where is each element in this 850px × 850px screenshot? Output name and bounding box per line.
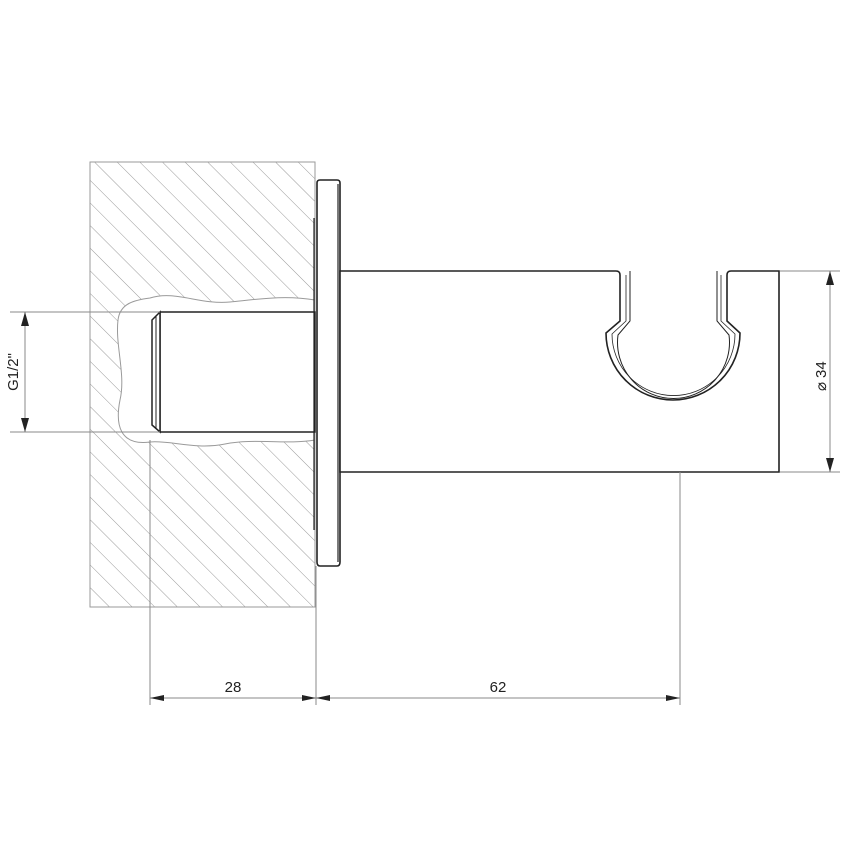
holder-arm — [339, 270, 780, 473]
projection-dimension-label: 62 — [490, 679, 507, 696]
diameter-label: ⌀ 34 — [813, 361, 830, 391]
diameter-symbol: ⌀ — [813, 382, 830, 391]
dimension-arrows — [21, 271, 834, 701]
wall-flange — [313, 179, 341, 567]
thread-size-label: G1/2" — [5, 353, 22, 391]
diameter-value: 34 — [813, 361, 830, 378]
threaded-connector — [151, 310, 316, 434]
depth-dimension-label: 28 — [225, 679, 242, 696]
